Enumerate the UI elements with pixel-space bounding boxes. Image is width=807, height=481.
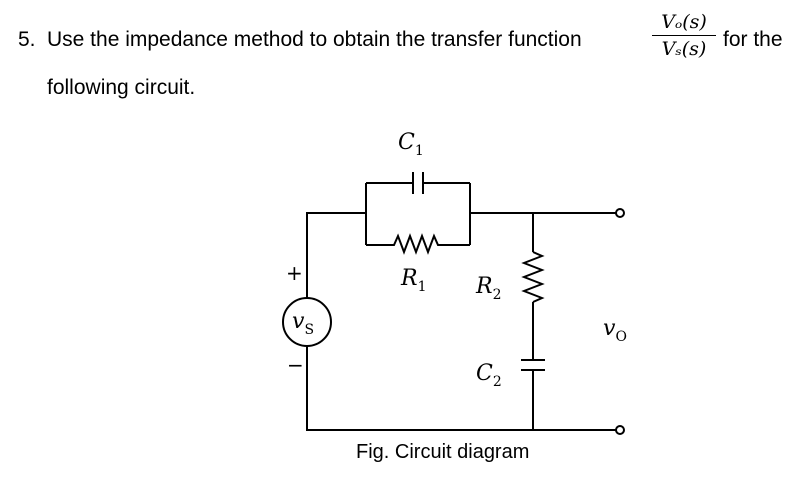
resistor-r2: [521, 251, 545, 303]
plus-sign: +: [286, 261, 303, 285]
figure-caption: Fig. Circuit diagram: [356, 441, 530, 463]
fraction-denominator: Vₛ(s): [661, 38, 707, 60]
question-number: 5.: [18, 28, 36, 51]
fraction-numerator: Vₒ(s): [661, 11, 707, 33]
question-text-end: for the: [723, 28, 783, 51]
minus-sign: −: [287, 353, 304, 377]
c2-label: C2: [476, 361, 502, 390]
wire-left-top: [306, 212, 366, 298]
resistor-r1: [366, 233, 470, 255]
source-label: vS: [292, 309, 314, 338]
output-terminal-top: [615, 208, 625, 218]
capacitor-c1: [412, 172, 424, 194]
question-text: Use the impedance method to obtain the t…: [47, 28, 582, 51]
c1-label: C1: [398, 130, 424, 159]
r2-label: R2: [475, 274, 502, 303]
capacitor-c2: [521, 359, 545, 371]
transfer-function-fraction: Vₒ(s) Vₛ(s): [652, 10, 716, 61]
r1-label: R1: [400, 266, 427, 295]
output-label: vO: [603, 316, 627, 345]
output-terminal-bottom: [615, 425, 625, 435]
fraction-bar: [652, 35, 716, 36]
voltage-source: [282, 297, 332, 347]
question-text-line2: following circuit.: [47, 76, 196, 99]
wire-bottom: [306, 346, 617, 431]
